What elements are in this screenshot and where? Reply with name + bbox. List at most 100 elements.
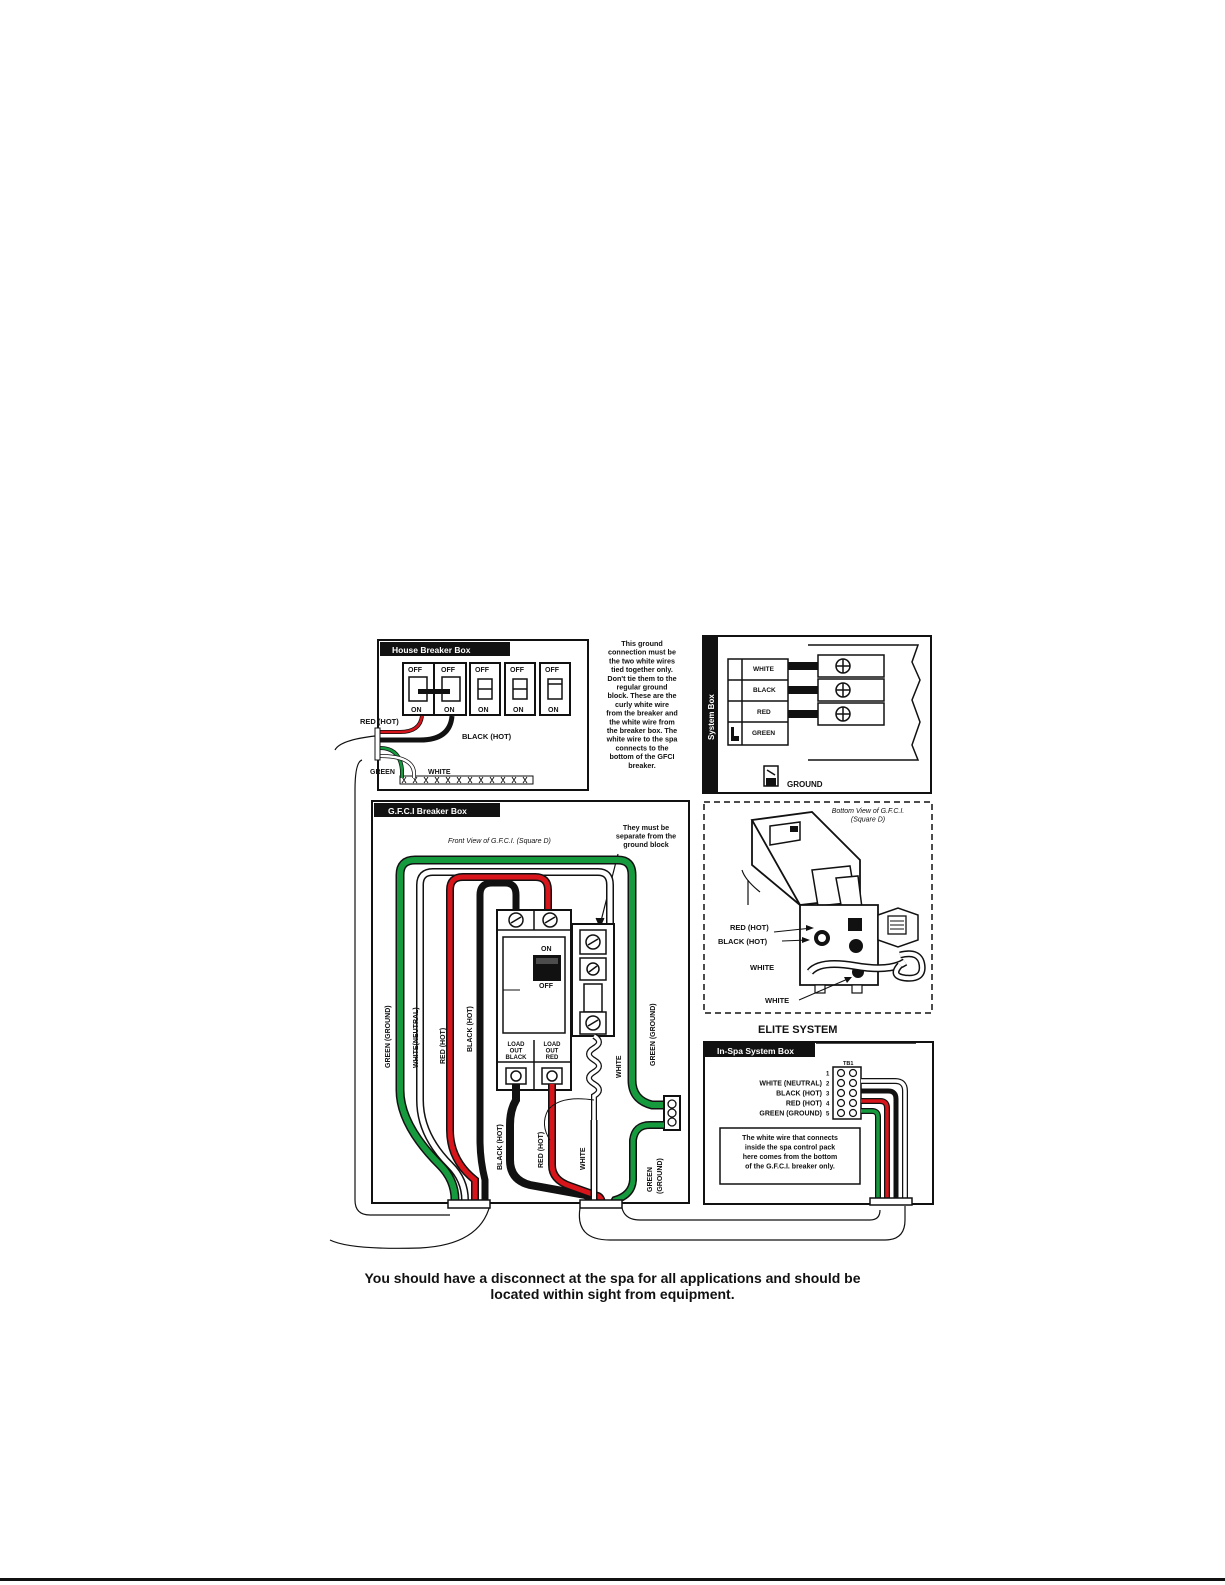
house-breaker-off-label: OFF <box>545 667 560 674</box>
text-line: from the breaker and <box>606 709 678 718</box>
terminal-screw-icon <box>836 1068 846 1078</box>
text-line: bottom of the GFCI <box>609 752 674 761</box>
system-terminal <box>788 702 885 726</box>
gfci-bottom-green-label: GREEN <box>647 1167 654 1192</box>
footer-note: You should have a disconnect at the spa … <box>300 1270 925 1302</box>
gfci-black-hot-label: BLACK (HOT) <box>467 1006 474 1052</box>
text-line: LOAD <box>508 1042 526 1048</box>
gfci-on-label: ON <box>541 946 552 953</box>
gfci-red-hot-wire <box>446 873 552 1200</box>
house-breaker-off-label: OFF <box>510 667 525 674</box>
bottom-white-label-1: WHITE <box>750 963 774 972</box>
text-line: Bottom View of G.F.C.I. <box>832 808 905 815</box>
house-breaker-single: OFF ON <box>469 662 501 716</box>
house-breaker-on-label: ON <box>444 707 455 714</box>
gfci-red-hot-label: RED (HOT) <box>440 1028 447 1064</box>
gfci-front-view-caption: Front View of G.F.C.I. (Square D) <box>448 838 551 845</box>
house-white-label: WHITE <box>428 769 451 776</box>
page-bottom-rule <box>0 1578 1225 1581</box>
elite-system-heading: ELITE SYSTEM <box>758 1024 837 1036</box>
bottom-white-label-2: WHITE <box>765 996 789 1005</box>
system-box: System Box WHITE BLACK RED GREEN <box>702 635 932 794</box>
text-line: here comes from the bottom <box>743 1154 838 1161</box>
text-line: tied together only. <box>611 665 673 674</box>
gfci-green-ground-wire <box>395 855 665 1201</box>
terminal-screw-icon <box>836 1108 846 1118</box>
text-line: Don't tie them to the <box>607 674 676 683</box>
text-line: ground block <box>623 840 669 849</box>
terminal-screw-icon <box>848 1088 858 1098</box>
system-black-label: BLACK <box>753 687 776 694</box>
tb1-label: TB1 <box>843 1061 853 1067</box>
house-breaker-box: House Breaker Box OFF OFF ON ON OFF ON O… <box>360 639 589 791</box>
gfci-bottom-black-hot-label: BLACK (HOT) <box>497 1124 504 1170</box>
tb1-row-number: 1 <box>826 1072 830 1078</box>
house-breaker-off-label: OFF <box>441 667 456 674</box>
house-breaker-on-label: ON <box>548 707 559 714</box>
text-line: BLACK <box>506 1055 528 1061</box>
load-green-wire <box>608 1121 664 1208</box>
house-breaker-off-label: OFF <box>475 667 490 674</box>
ground-lug-icon <box>763 765 779 787</box>
text-line: OUT <box>546 1049 559 1055</box>
gfci-white-neutral-wire <box>416 868 614 1201</box>
house-breaker-double: OFF OFF ON ON <box>402 662 467 716</box>
gfci-green-ground-right-label: GREEN (GROUND) <box>650 1003 657 1066</box>
terminal-screw-icon <box>848 1098 858 1108</box>
house-breaker-on-label: ON <box>478 707 489 714</box>
house-breaker-single: OFF ON <box>504 662 536 716</box>
text-line: white wire to the spa <box>606 735 679 744</box>
text-line: block. These are the <box>607 691 676 700</box>
text-line: RED <box>546 1055 559 1061</box>
text-line: the white wire from <box>609 717 675 726</box>
footer-line-2: located within sight from equipment. <box>490 1286 735 1302</box>
text-line: curly white wire <box>615 700 669 709</box>
text-line: (Square D) <box>851 817 885 824</box>
conduit-fitting <box>579 1199 623 1209</box>
ground-block <box>663 1095 681 1131</box>
curly-white-wire <box>586 1033 602 1120</box>
neutral-lug-icon <box>877 907 919 948</box>
text-line: They must be <box>623 823 669 832</box>
text-line: connects to the <box>615 743 668 752</box>
bottom-red-hot-label: RED (HOT) <box>730 923 769 932</box>
gfci-black-hot-wire <box>476 879 520 1200</box>
house-red-hot-label: RED (HOT) <box>360 717 399 726</box>
system-box-title: System Box <box>707 694 716 740</box>
terminal-screw-icon <box>836 1098 846 1108</box>
bottom-view-panel: Bottom View of G.F.C.I.(Square D) RED ( <box>703 801 933 1014</box>
in-spa-box-title: In-Spa System Box <box>717 1046 794 1056</box>
house-ground-bar <box>399 775 534 785</box>
text-line: breaker. <box>628 761 656 770</box>
text-line: the two white wires <box>609 656 675 665</box>
house-black-hot-label: BLACK (HOT) <box>462 732 512 741</box>
gfci-bottom-ground-label: (GROUND) <box>657 1158 664 1194</box>
text-line: regular ground <box>616 683 667 692</box>
system-terminal <box>788 654 885 678</box>
terminal-screw-icon <box>836 1088 846 1098</box>
gfci-breaker-box: G.F.C.I Breaker Box Front View of G.F.C.… <box>371 800 690 1209</box>
text-line: LOAD <box>544 1042 562 1048</box>
text-line: OUT <box>510 1049 523 1055</box>
bottom-black-hot-label: BLACK (HOT) <box>718 937 768 946</box>
tb1-row-number: 5 <box>826 1112 830 1118</box>
system-ground-label: GROUND <box>787 780 823 789</box>
terminal-screw-icon <box>848 1078 858 1088</box>
text-line: inside the spa control pack <box>745 1145 835 1152</box>
bottom-view-caption: Bottom View of G.F.C.I. (Square D) <box>832 808 905 824</box>
house-breaker-off-label: OFF <box>408 667 423 674</box>
system-white-label: WHITE <box>753 666 775 673</box>
tb1-row-label: RED (HOT) <box>786 1101 822 1108</box>
system-red-label: RED <box>757 709 771 716</box>
gfci-off-label: OFF <box>539 983 554 990</box>
tb1-row-label: BLACK (HOT) <box>776 1091 822 1098</box>
house-green-label: GREEN <box>370 769 395 776</box>
